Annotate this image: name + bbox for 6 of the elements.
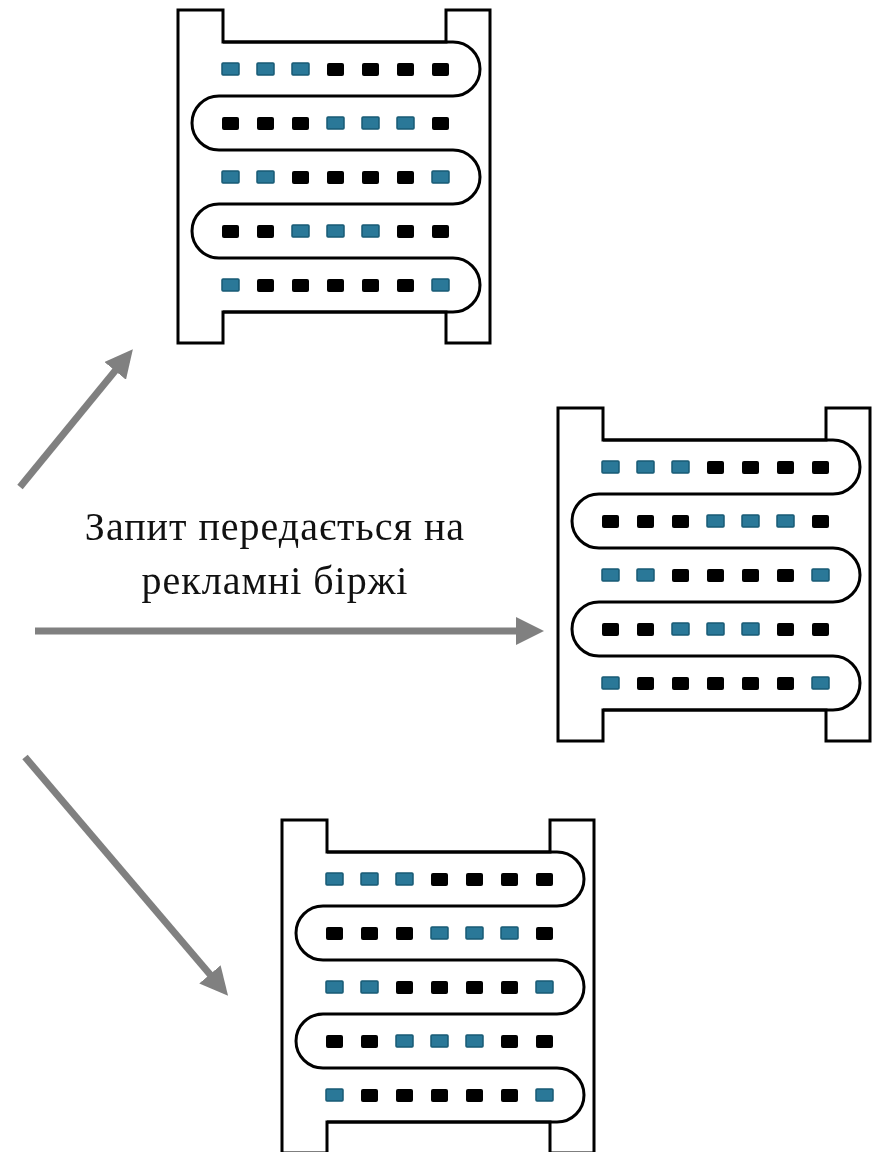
serpentine-rack-drawing [556,406,872,743]
arrow [17,349,133,490]
serpentine-rack-drawing [280,818,596,1152]
caption-text: Запит передається на рекламні біржі [83,503,467,605]
arrow [22,754,229,996]
serpentine-rack-drawing [176,8,492,345]
